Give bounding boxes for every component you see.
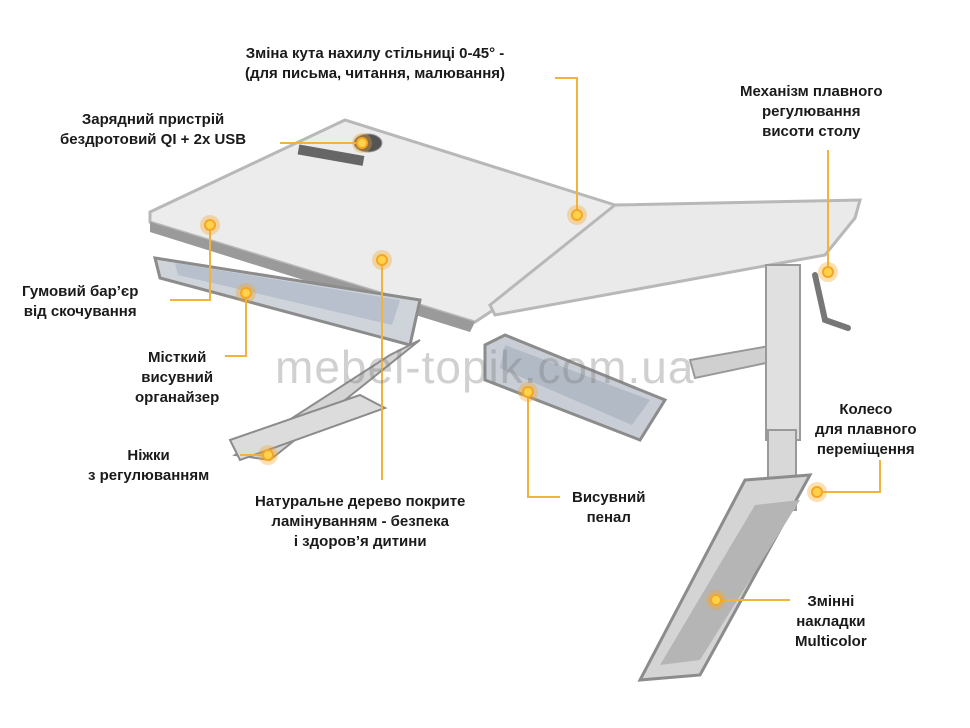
marker-wood-icon [372,250,392,270]
label-height-line-2: регулювання [762,103,861,120]
label-tilt-line-1: Зміна кута нахилу стільниці 0-45° - [245,45,505,62]
label-wheel-line-2: для плавного [815,421,917,438]
right-desktop [488,198,862,317]
label-wood-line-2: ламінуванням - безпека [271,513,449,530]
right-column [765,264,801,441]
label-wheel-line-1: Колесо [839,401,893,418]
label-organizer: Місткий висувний органайзер [135,348,219,408]
label-wood-line-3: і здоров’я дитини [293,533,427,550]
leader-tilt [555,77,578,215]
label-pads: Змінні накладки Multicolor [795,592,867,652]
organizer-inner [175,263,400,325]
leader-organizer [225,293,247,357]
label-tilt-line-2: (для письма, читання, малювання) [245,65,506,82]
label-rubber-line-1: Гумовий бар’єр [22,283,139,300]
usb-panel [297,144,365,166]
marker-legs-icon [258,445,278,465]
leader-wheel [817,460,881,493]
label-wheel: Колесо для плавного переміщення [815,400,917,460]
label-pencil-case: Висувний пенал [572,488,645,528]
marker-pencil-icon [518,382,538,402]
label-tilt: Зміна кута нахилу стільниці 0-45° - (для… [245,44,505,84]
label-rubber-line-2: від скочування [23,303,137,320]
label-height: Механізм плавного регулювання висоти сто… [740,82,883,142]
label-legs-line-2: з регулюванням [88,467,210,484]
label-pads-line-2: накладки [796,613,866,630]
marker-pads-icon [706,590,726,610]
marker-tilt-icon [567,205,587,225]
crank-handle [812,272,851,331]
label-height-line-1: Механізм плавного [740,83,883,100]
label-charger-line-1: Зарядний пристрій [81,111,225,128]
label-charger: Зарядний пристрій бездротовий QI + 2x US… [60,110,246,150]
label-organizer-line-1: Місткий [148,349,207,366]
marker-organizer-icon [236,283,256,303]
marker-rubber-icon [200,215,220,235]
watermark: mebel-topik.com.ua [275,341,695,393]
leader-pencil [527,392,560,498]
label-wood: Натуральне дерево покрите ламінуванням -… [255,492,465,552]
label-height-line-3: висоти столу [762,123,861,140]
label-organizer-line-2: висувний [141,369,214,386]
marker-height-icon [818,262,838,282]
label-pencil-line-1: Висувний [572,489,646,506]
label-pads-line-1: Змінні [807,593,855,610]
leader-lines [170,77,881,601]
label-rubber-bar: Гумовий бар’єр від скочування [22,282,138,322]
label-organizer-line-3: органайзер [135,389,220,406]
label-wheel-line-3: переміщення [816,441,915,458]
label-wood-line-1: Натуральне дерево покрите [255,493,466,510]
label-legs-line-1: Ніжки [127,447,170,464]
label-charger-line-2: бездротовий QI + 2x USB [60,131,247,148]
marker-wheel-icon [807,482,827,502]
label-legs: Ніжки з регулюванням [88,446,209,486]
label-pencil-line-2: пенал [586,509,631,526]
left-foot [228,393,388,462]
label-pads-line-3: Multicolor [795,633,867,650]
marker-charger-icon [352,133,372,153]
pencil-inner [500,345,650,425]
right-foot-pad [660,500,800,665]
leader-rubber [170,225,211,301]
markers [200,133,838,610]
